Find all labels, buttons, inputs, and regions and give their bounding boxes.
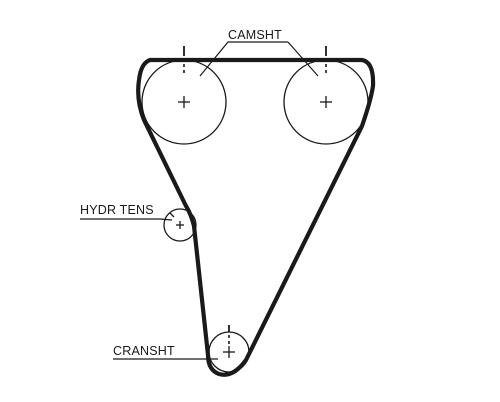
camshaft-leader-lines [199,41,319,77]
timing-belt [136,57,376,377]
tensioner-leader-line [80,218,173,221]
camshaft-label: CAMSHT [228,28,282,42]
crankshaft-label: CRANSHT [113,344,175,358]
crankshaft-center-mark [223,346,235,358]
tensioner-label: HYDR TENS [80,203,154,217]
right-camshaft-center-mark [320,96,332,108]
tensioner-timing-mark [169,212,175,218]
tensioner-center-mark [176,221,184,229]
left-camshaft-center-mark [178,96,190,108]
